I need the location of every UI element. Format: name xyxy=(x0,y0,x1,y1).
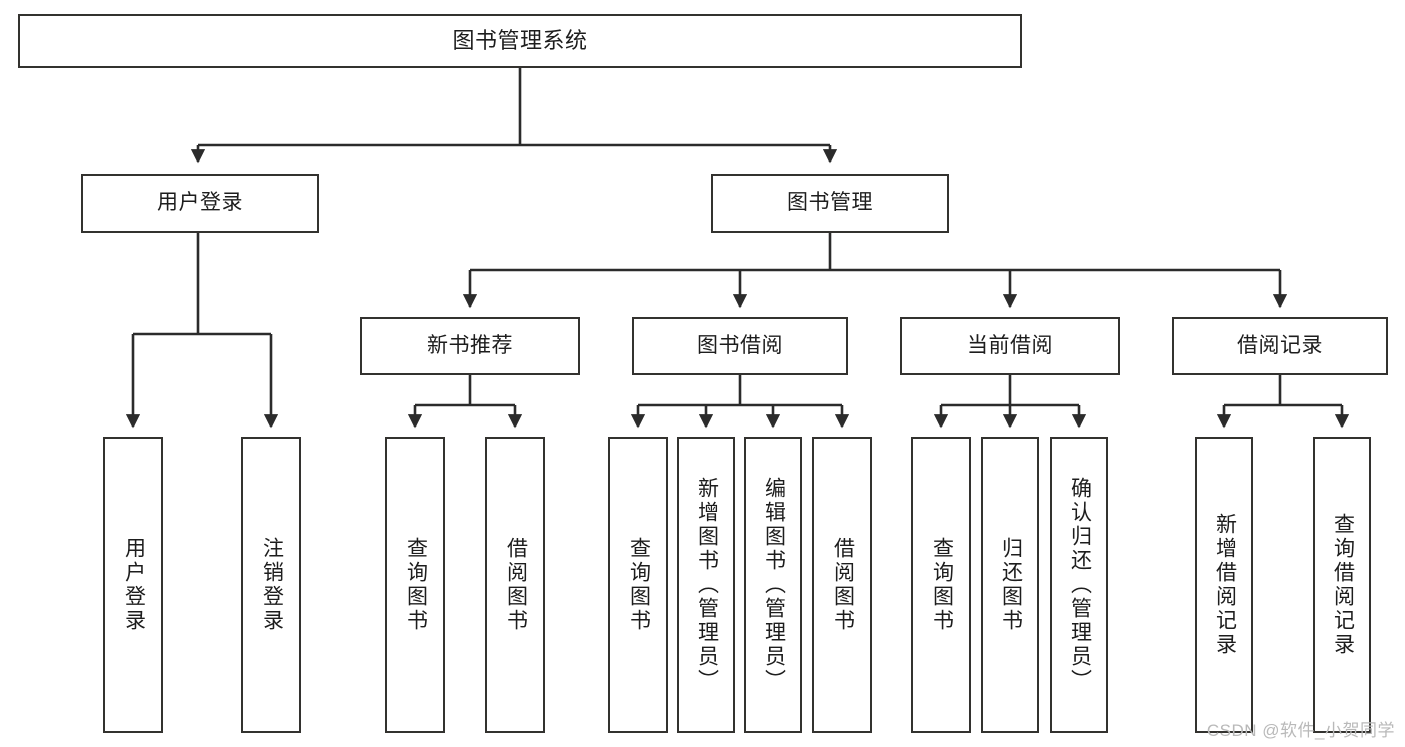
node-label: 查询借阅记录 xyxy=(1331,513,1355,657)
node-label: 用户登录 xyxy=(157,191,243,215)
node-book-management[interactable]: 图书管理 xyxy=(711,174,949,233)
node-label: 新书推荐 xyxy=(427,333,513,357)
node-label: 新增借阅记录 xyxy=(1213,513,1237,657)
node-borrow-record[interactable]: 借阅记录 xyxy=(1172,317,1388,375)
node-book-borrow[interactable]: 图书借阅 xyxy=(632,317,848,375)
leaf-current-confirm-return-admin[interactable]: 确认归还（管理员） xyxy=(1050,437,1108,733)
node-current-borrow[interactable]: 当前借阅 xyxy=(900,317,1120,375)
node-label: 借阅记录 xyxy=(1237,333,1323,357)
csdn-watermark: CSDN @软件_小贺同学 xyxy=(1206,721,1395,740)
node-label: 图书借阅 xyxy=(697,333,783,357)
node-label: 查询图书 xyxy=(930,537,954,633)
leaf-current-return-book[interactable]: 归还图书 xyxy=(981,437,1039,733)
leaf-borrow-add-book-admin[interactable]: 新增图书（管理员） xyxy=(677,437,735,733)
node-label: 归还图书 xyxy=(999,537,1023,633)
node-label: 借阅图书 xyxy=(504,537,528,633)
leaf-record-add-record[interactable]: 新增借阅记录 xyxy=(1195,437,1253,733)
node-new-book-recommend[interactable]: 新书推荐 xyxy=(360,317,580,375)
node-label: 当前借阅 xyxy=(967,333,1053,357)
leaf-user-login-login[interactable]: 用户登录 xyxy=(103,437,163,733)
node-label: 编辑图书（管理员） xyxy=(762,477,786,693)
node-label: 图书管理 xyxy=(787,191,873,215)
leaf-user-login-logout[interactable]: 注销登录 xyxy=(241,437,301,733)
node-root-system[interactable]: 图书管理系统 xyxy=(18,14,1022,68)
node-label: 借阅图书 xyxy=(831,537,855,633)
node-label: 查询图书 xyxy=(627,537,651,633)
node-label: 查询图书 xyxy=(404,537,428,633)
node-label: 注销登录 xyxy=(260,537,284,633)
node-label: 图书管理系统 xyxy=(452,28,588,54)
leaf-recommend-borrow-book[interactable]: 借阅图书 xyxy=(485,437,545,733)
leaf-record-query-record[interactable]: 查询借阅记录 xyxy=(1313,437,1371,733)
node-user-login[interactable]: 用户登录 xyxy=(81,174,319,233)
leaf-borrow-query-book[interactable]: 查询图书 xyxy=(608,437,668,733)
leaf-recommend-query-book[interactable]: 查询图书 xyxy=(385,437,445,733)
leaf-current-query-book[interactable]: 查询图书 xyxy=(911,437,971,733)
leaf-borrow-edit-book-admin[interactable]: 编辑图书（管理员） xyxy=(744,437,802,733)
node-label: 用户登录 xyxy=(122,537,146,633)
node-label: 新增图书（管理员） xyxy=(695,477,719,693)
node-label: 确认归还（管理员） xyxy=(1068,477,1092,693)
leaf-borrow-borrow-book[interactable]: 借阅图书 xyxy=(812,437,872,733)
